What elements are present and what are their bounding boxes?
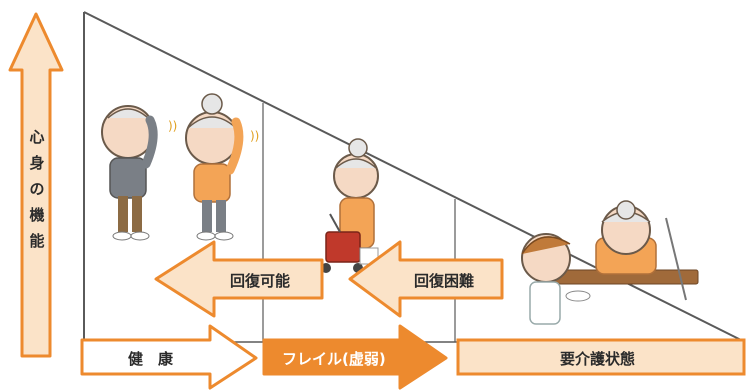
stage-frailty-arrow: [262, 324, 448, 390]
svg-text:)): )): [168, 119, 177, 133]
care-scene-illustration: [521, 200, 699, 325]
decline-slope-line: [83, 11, 746, 343]
svg-text:)): )): [250, 129, 259, 143]
elderly-man-illustration: )): [101, 105, 177, 241]
axis-label-char-3: の: [29, 180, 45, 198]
elderly-walker-illustration: [321, 138, 379, 273]
elderly-woman-illustration: )): [185, 93, 259, 241]
stage-healthy-label: 健 康: [128, 350, 174, 368]
axis-label-char-4: 機: [29, 206, 45, 224]
recoverable-label: 回復可能: [230, 272, 291, 290]
stage-frailty-label: フレイル(虚弱): [282, 350, 386, 368]
hard-recovery-arrow: [348, 240, 504, 318]
recoverable-arrow: [154, 240, 324, 318]
axis-label-char-2: 身: [29, 154, 45, 172]
vertical-axis-arrow: [8, 12, 64, 358]
hard-recovery-label: 回復困難: [414, 272, 475, 290]
axis-label-char-1: 心: [29, 128, 45, 146]
stage-healthy-arrow: [80, 324, 258, 390]
stage-care-label: 要介護状態: [560, 350, 636, 368]
stage-care-box: [456, 338, 746, 376]
axis-label-char-5: 能: [29, 232, 45, 250]
